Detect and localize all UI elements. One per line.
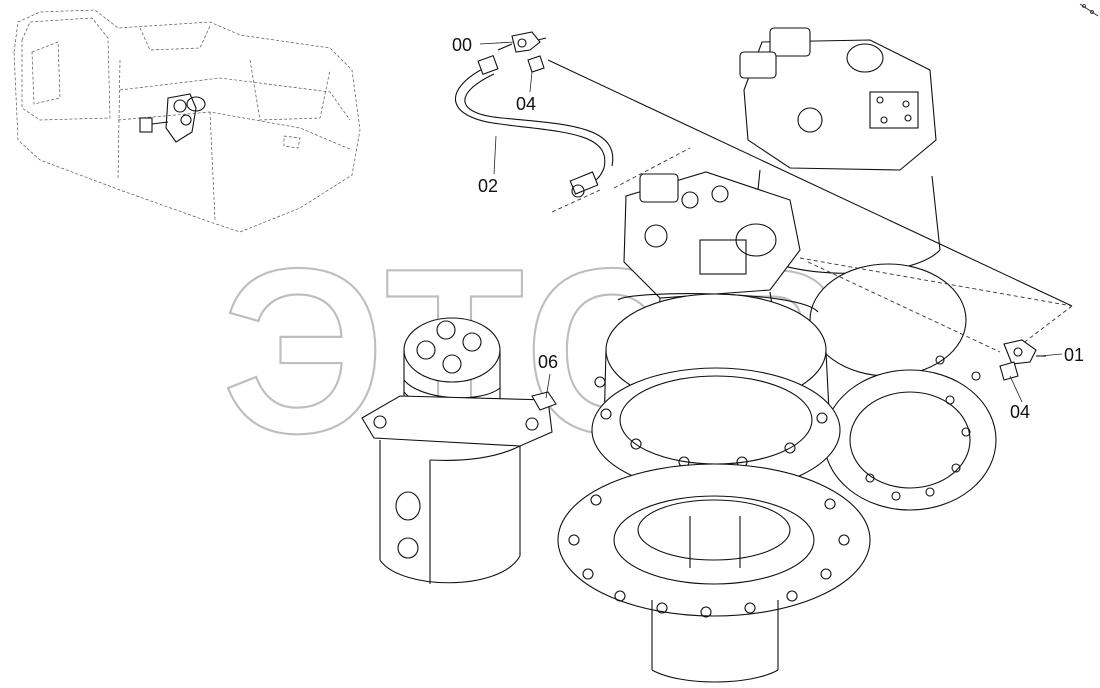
swivel-joint-mini: [139, 93, 206, 143]
callout-04-top: 04: [516, 94, 536, 114]
guide-lines: [551, 147, 1073, 353]
hose-assembly: [455, 43, 614, 198]
fittings-top: [511, 31, 1073, 307]
callout-labels: 00 04 02 06 01 04: [452, 35, 1084, 422]
callout-06: 06: [538, 352, 558, 372]
corner-mark: [1079, 3, 1099, 17]
swing-motor-rear: [739, 27, 997, 511]
leader-lines: [479, 41, 1063, 403]
excavator-overview: [13, 9, 361, 233]
callout-00: 00: [452, 35, 472, 55]
swing-motor-front: [557, 171, 871, 683]
callout-01: 01: [1064, 345, 1084, 365]
swivel-joint: [361, 317, 557, 584]
callout-02: 02: [478, 176, 498, 196]
callout-04-right: 04: [1010, 402, 1030, 422]
fittings-right: [999, 339, 1046, 381]
